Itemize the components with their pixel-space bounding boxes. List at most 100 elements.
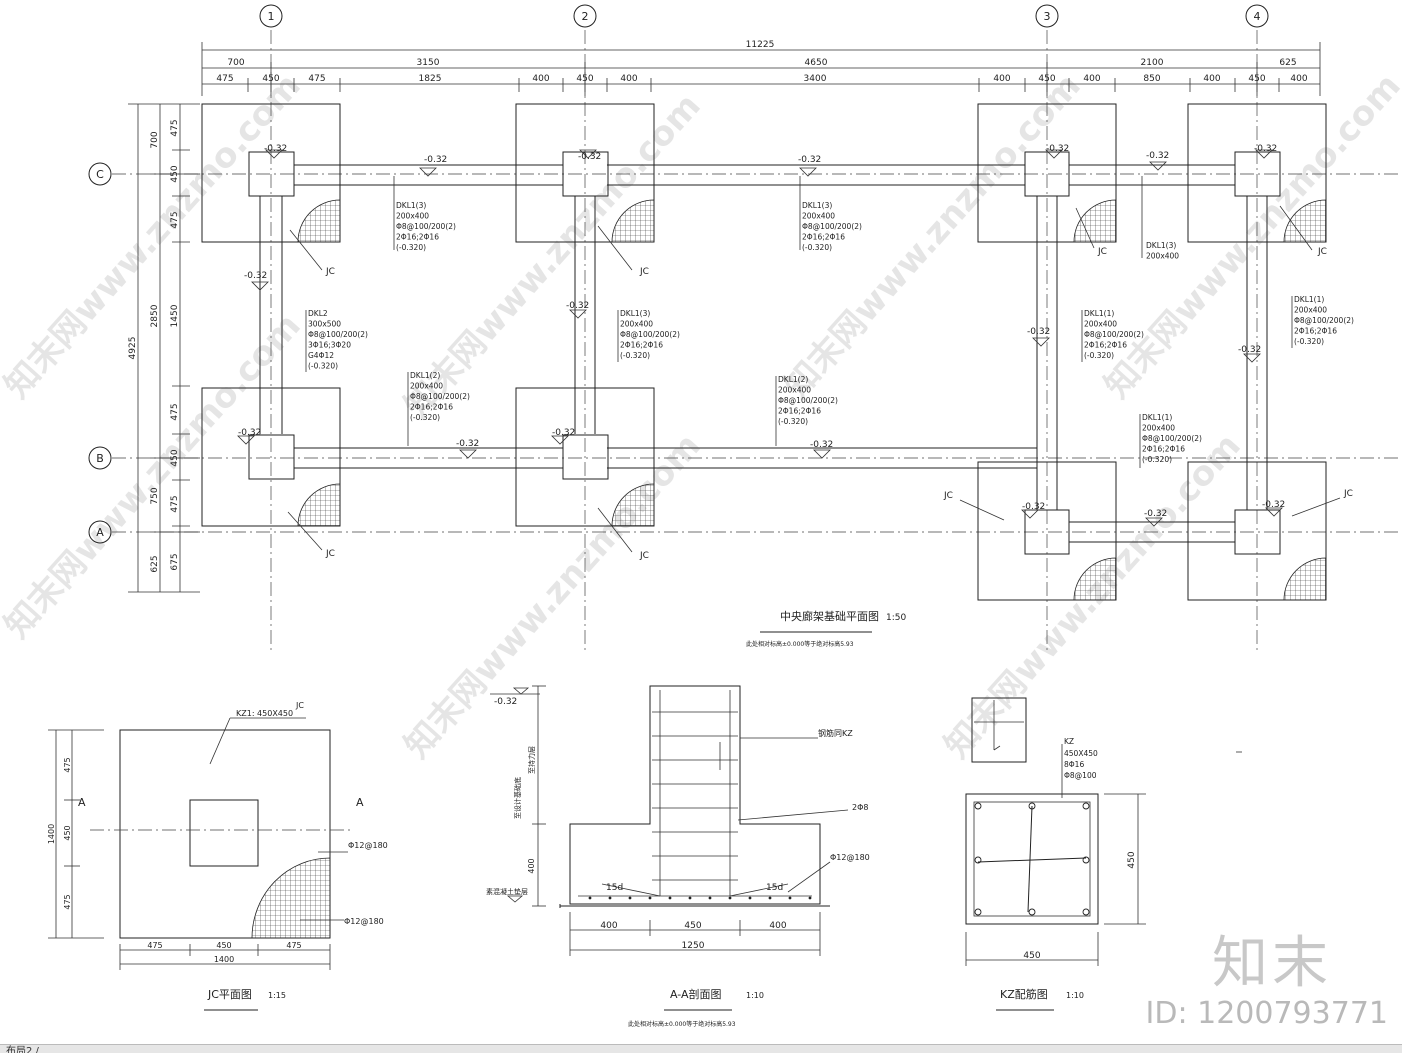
jc-dim: 450 [63, 825, 72, 840]
axis-bubble [1245, 4, 1269, 28]
elevation-marker: -0.32 [1146, 151, 1169, 171]
dim-top: 4650 [805, 58, 828, 68]
beam-annotation-line: Φ8@100/200(2) [778, 396, 838, 405]
dim-top: 3400 [804, 74, 827, 84]
svg-text:JC: JC [639, 551, 649, 561]
svg-text:-0.32: -0.32 [798, 155, 821, 165]
beam-annotation-line: 200x400 [1146, 252, 1179, 261]
dim-left: 700 [150, 131, 160, 148]
footing [977, 461, 1117, 601]
foundation-plan: -0.32 -0.32 -0.32 -0.32 -0.32 -0.32 [201, 103, 1354, 648]
beam-annotation-line: 200x400 [410, 382, 443, 391]
beam-annotation-line: 2Φ16;2Φ16 [620, 341, 663, 350]
column-axes: 1 2 3 4 [259, 4, 1269, 650]
dim-top: 625 [1279, 58, 1296, 68]
section-note: 此处相对标高±0.000等于绝对标高5.93 [628, 1020, 736, 1028]
axis-label-1: 1 [268, 10, 275, 23]
svg-text:-0.32: -0.32 [578, 152, 601, 162]
column [1234, 509, 1281, 555]
rebar-2: 2Φ8 [852, 803, 868, 812]
kz-line: KZ [1064, 737, 1074, 746]
axis-label-c: C [96, 168, 104, 181]
plan-note: 此处相对标高±0.000等于绝对标高5.93 [746, 640, 854, 648]
dim-left: 475 [170, 495, 180, 512]
axis-bubble [573, 4, 597, 28]
jc-column-label: KZ1: 450X450 [236, 709, 293, 718]
jc-title: JC平面图 [207, 988, 252, 1001]
watermark-layer: 知末网www.znzmo.com 知末网www.znzmo.com 知末网www… [0, 66, 1402, 766]
footing [1187, 103, 1327, 243]
rebar-hatch [1283, 199, 1327, 243]
beam-annotation-line: Φ8@100/200(2) [620, 330, 680, 339]
dim-left: 625 [150, 555, 160, 572]
beam-annotation-line: 200x400 [396, 212, 429, 221]
axis-bubble [88, 446, 112, 470]
jc-rebar-hatch [251, 857, 331, 939]
footing-leader: JC [943, 491, 1005, 521]
dim-left: 450 [170, 449, 180, 466]
footing [977, 103, 1117, 243]
axis-label-a: A [96, 526, 104, 539]
axis-bubble [1035, 4, 1059, 28]
top-dimensions: 11225 700 3150 4650 2100 625 475 450 475… [201, 40, 1321, 96]
jc-scale: 1:15 [268, 991, 286, 1000]
section-vtext-1: 至持力层 [527, 746, 536, 774]
dim-top: 400 [993, 74, 1010, 84]
section-dim: 400 [600, 921, 617, 931]
beam-annotation-line: 200x400 [1084, 320, 1117, 329]
svg-text:-0.32: -0.32 [810, 440, 833, 450]
rebar-hatch [1073, 199, 1117, 243]
elevation-marker: -0.32 [1021, 502, 1045, 519]
svg-text:-0.32: -0.32 [244, 271, 267, 281]
beam-annotation-line: G4Φ12 [308, 351, 334, 360]
section-vtext-2: 至设计基础底 [513, 777, 522, 819]
elevation-marker: -0.32 [1238, 345, 1261, 363]
plan-title: 中央廊架基础平面图 [780, 609, 879, 623]
beam-annotation-line: Φ8@100/200(2) [1084, 330, 1144, 339]
kz-line: 8Φ16 [1064, 760, 1084, 769]
svg-text:-0.32: -0.32 [264, 144, 287, 154]
rebar-hatch [297, 199, 341, 243]
dim-top: 850 [1143, 74, 1160, 84]
jc-dim: 475 [286, 941, 301, 950]
aa-section: 15d 15d 钢筋同KZ 2Φ8 Φ12@180 -0.32 至持力层 至设计… [486, 685, 870, 1028]
dim-total: 11225 [746, 40, 775, 50]
beam-annotation: DKL1(1)200x400Φ8@100/200(2)2Φ16;2Φ16(-0.… [1084, 309, 1144, 360]
svg-text:JC: JC [639, 267, 649, 277]
elevation-marker: -0.32 [264, 144, 287, 159]
svg-text:JC: JC [943, 491, 953, 501]
footing [515, 387, 655, 527]
section-scale: 1:10 [746, 991, 764, 1000]
beam-annotation-line: Φ8@100/200(2) [802, 222, 862, 231]
beam-annotation-line: (-0.320) [802, 243, 832, 252]
rebar-hatch [297, 483, 341, 527]
rebar-hatch [1283, 557, 1327, 601]
footing-leader: JC [1075, 207, 1107, 257]
dim-top: 400 [1290, 74, 1307, 84]
beam-annotation: DKL1(3)200x400Φ8@100/200(2)2Φ16;2Φ16(-0.… [802, 201, 862, 252]
rebar-col: 钢筋同KZ [818, 728, 853, 738]
dim-top: 2100 [1141, 58, 1164, 68]
beam-annotation-line: DKL1(3) [396, 201, 426, 210]
beam-annotation: DKL1(1)200x400Φ8@100/200(2)2Φ16;2Φ16(-0.… [1294, 295, 1354, 346]
beam-annotation-line: 200x400 [778, 386, 811, 395]
kz-line: 450X450 [1064, 749, 1098, 758]
beam-annotation-line: DKL1(3) [802, 201, 832, 210]
elevation-marker: -0.32 [419, 155, 447, 177]
beam-annotation-line: DKL1(1) [1142, 413, 1172, 422]
elevation-marker: -0.32 [456, 439, 479, 459]
beam-annotation-line: 2Φ16;2Φ16 [1294, 327, 1337, 336]
svg-text:-0.32: -0.32 [1146, 151, 1169, 161]
beam-annotation-line: Φ8@100/200(2) [308, 330, 368, 339]
section-dim: 400 [769, 921, 786, 931]
dim-top: 400 [620, 74, 637, 84]
watermark: 知末网www.znzmo.com [397, 426, 709, 766]
beam-annotation-line: 2Φ16;2Φ16 [396, 233, 439, 242]
column [248, 151, 295, 197]
dim-top: 1825 [419, 74, 442, 84]
elevation-marker: -0.32 [551, 428, 575, 445]
beam-annotation-line: 300x500 [308, 320, 341, 329]
beam-annotation-line: DKL1(1) [1084, 309, 1114, 318]
layout-tab[interactable]: 布局2 / [6, 1046, 39, 1053]
